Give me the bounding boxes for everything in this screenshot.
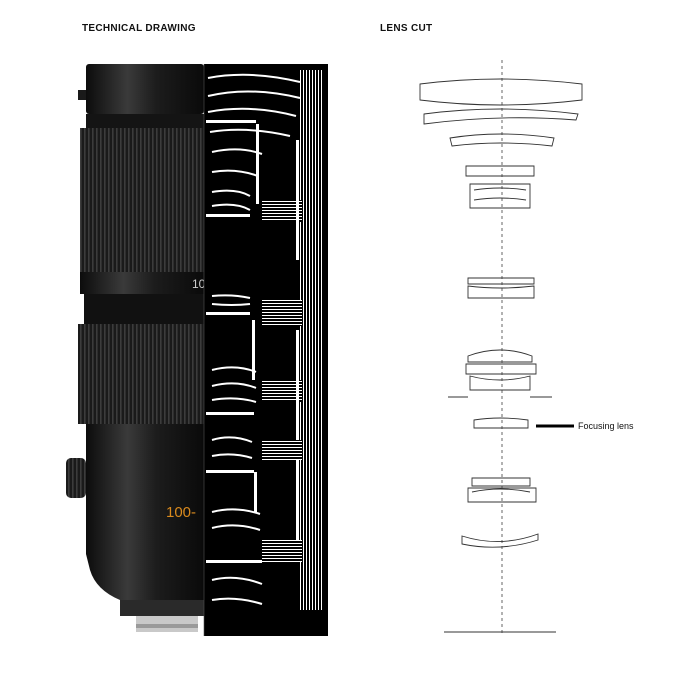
focusing-lens-label: Focusing lens xyxy=(578,421,634,431)
lens-cut-diagram: Focusing lens xyxy=(419,60,634,634)
lens-element xyxy=(419,78,583,106)
technical-drawing-heading: TECHNICAL DRAWING xyxy=(82,23,196,34)
lens-element xyxy=(469,183,531,209)
lens-element xyxy=(423,108,579,125)
lens-element xyxy=(471,488,531,493)
lens-element xyxy=(465,165,535,177)
lens-element xyxy=(473,187,527,191)
lens-element xyxy=(449,133,555,147)
technical-drawing: 10 100- xyxy=(66,64,328,636)
lens-element xyxy=(469,375,531,391)
lens-element xyxy=(467,277,535,285)
focal-length-mark-100: 100- xyxy=(166,504,196,521)
lens-element xyxy=(473,197,527,201)
lens-element xyxy=(467,487,537,503)
lens-element xyxy=(467,285,535,299)
focusing-lens-element xyxy=(473,417,529,429)
lens-element xyxy=(471,477,531,487)
lens-cut-heading: LENS CUT xyxy=(380,23,433,34)
focal-length-mark-10: 10 xyxy=(192,277,206,291)
lens-element xyxy=(461,533,539,548)
lens-cutaway xyxy=(204,64,328,636)
lens-exterior xyxy=(66,64,204,632)
lens-element xyxy=(467,349,533,363)
lens-element xyxy=(465,363,537,375)
